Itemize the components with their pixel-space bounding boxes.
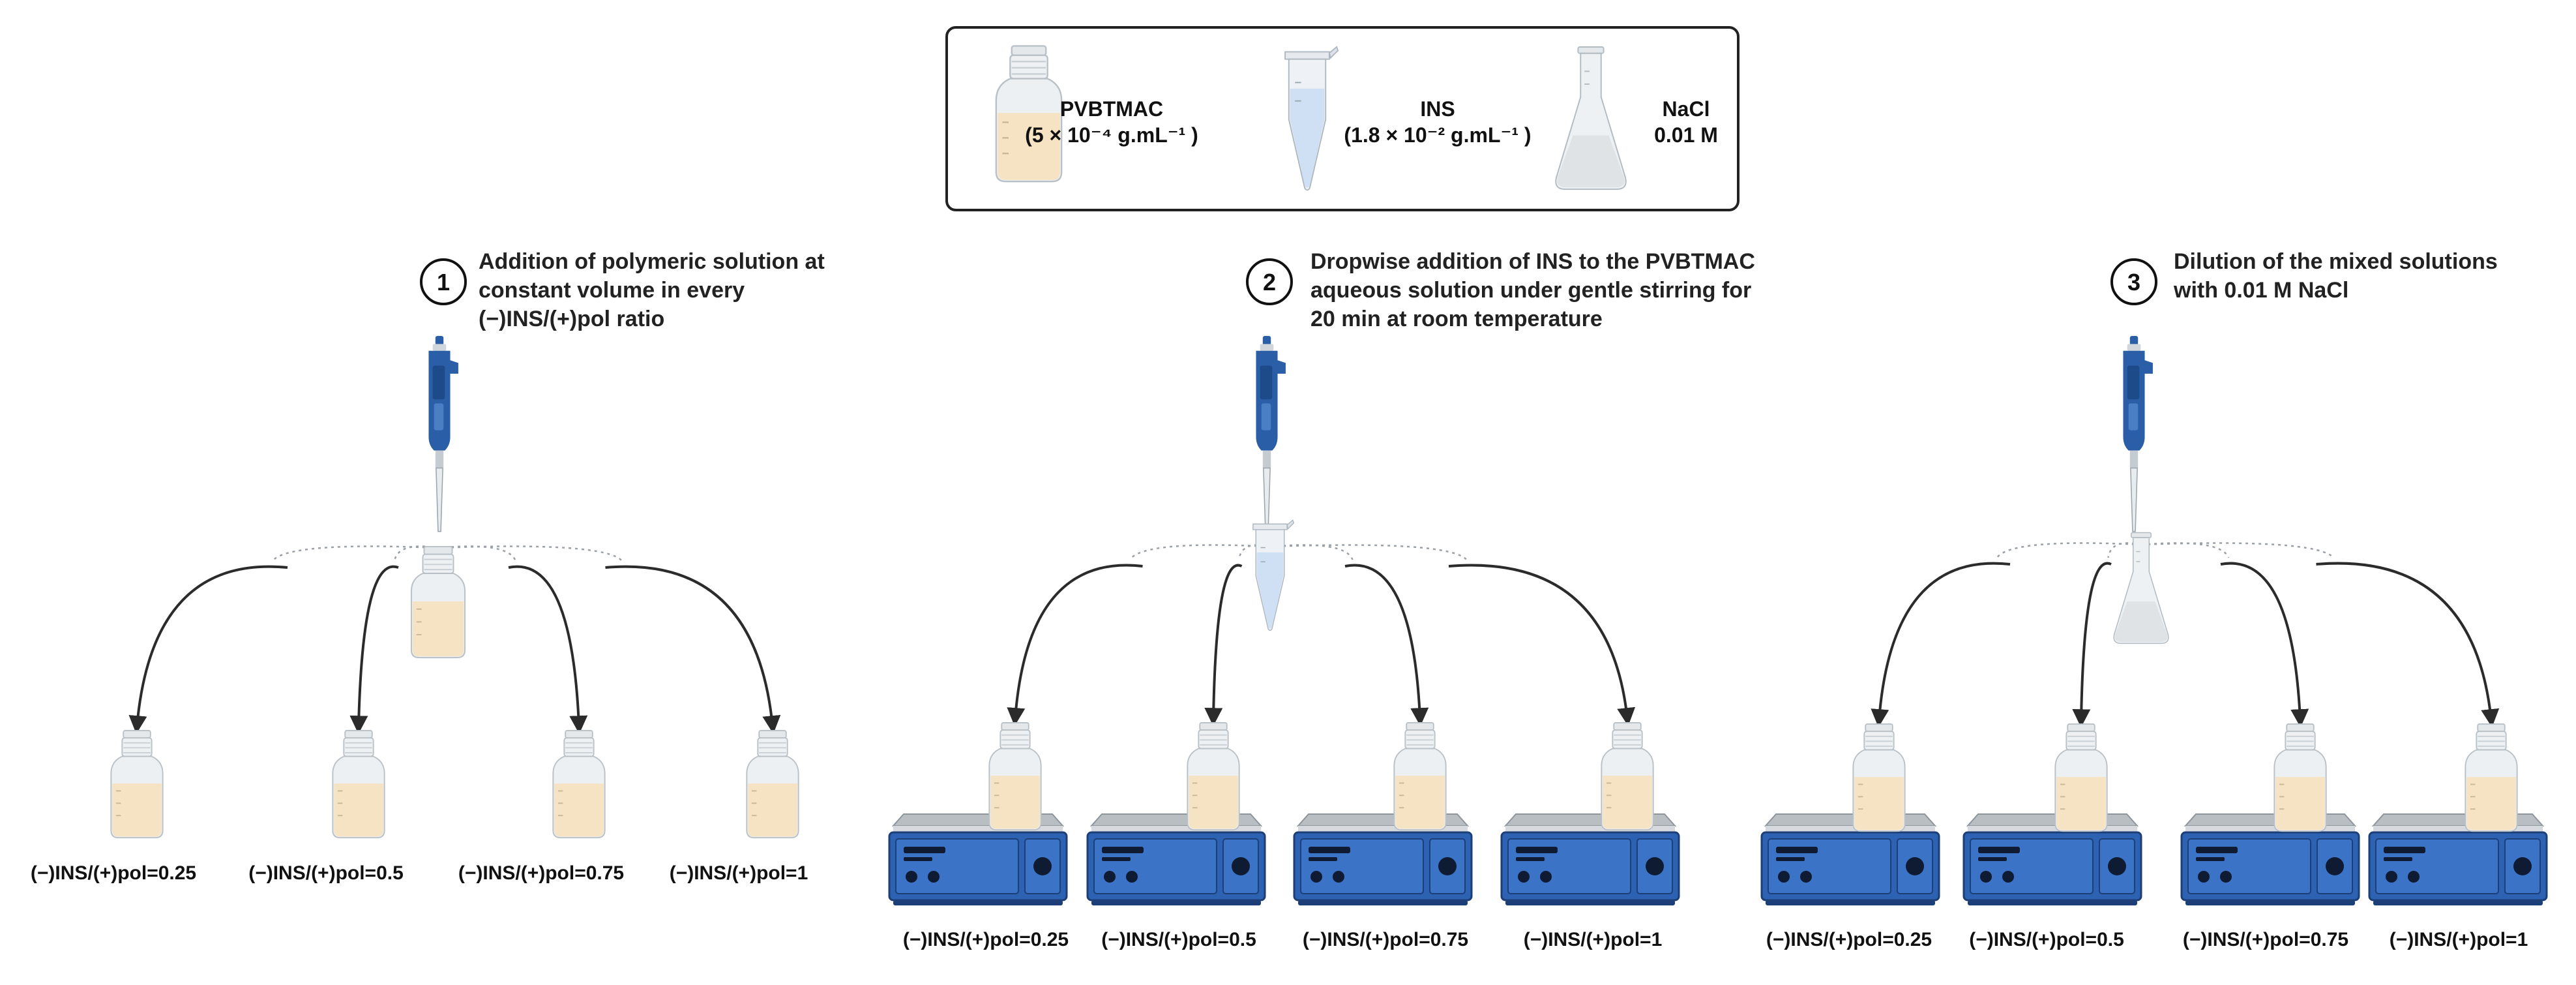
step-description-line: Dilution of the mixed solutions	[2174, 249, 2498, 274]
step-number-circle	[420, 258, 467, 305]
legend-box: PVBTMAC(5 × 10⁻⁴ g.mL⁻¹ ) INS(1.8 × 10⁻² …	[945, 26, 1740, 211]
bottle-icon	[552, 729, 606, 839]
magnetic-stirrer-icon	[1760, 813, 1940, 907]
transfer-arrow	[1871, 562, 2011, 728]
magnetic-stirrer-icon	[2368, 813, 2548, 907]
ratio-label: (−)INS/(+)pol=0.75	[2183, 929, 2348, 950]
ratio-label: (−)INS/(+)pol=0.75	[1303, 929, 1468, 950]
dashed-guide	[437, 545, 623, 562]
step-description-line: with 0.01 M NaCl	[2173, 278, 2348, 303]
step-description-line: Addition of polymeric solution at	[479, 249, 825, 274]
step-description-line: constant volume in every	[479, 278, 745, 303]
bottle-icon	[110, 729, 164, 839]
dashed-guide	[1996, 542, 2142, 558]
transfer-arrow	[1007, 564, 1143, 727]
legend-detail: 0.01 M	[1654, 123, 1718, 147]
transfer-arrow	[508, 565, 588, 735]
ratio-label: (−)INS/(+)pol=0.25	[31, 862, 196, 884]
legend-name: INS	[1420, 97, 1455, 121]
pipette-icon	[428, 335, 459, 532]
step-description-line: (−)INS/(+)pol ratio	[479, 307, 664, 331]
step-number: 1	[437, 269, 450, 296]
bottle-icon	[2054, 723, 2108, 832]
ratio-label: (−)INS/(+)pol=1	[670, 862, 808, 884]
bottle-icon	[746, 729, 799, 839]
tube-icon	[1252, 519, 1295, 631]
dashed-guide	[2140, 542, 2335, 558]
dashed-guide	[1129, 544, 1271, 560]
transfer-arrow	[1204, 564, 1243, 727]
legend-name: PVBTMAC	[1060, 97, 1163, 121]
ratio-label: (−)INS/(+)pol=0.5	[248, 862, 404, 884]
bottle-icon	[2273, 723, 2327, 832]
step-number: 2	[1263, 269, 1276, 296]
bottle-icon	[1601, 721, 1654, 831]
legend-frame	[945, 26, 1740, 211]
legend-name: NaCl	[1663, 97, 1710, 121]
pipette-icon	[1255, 335, 1286, 532]
ratio-label: (−)INS/(+)pol=0.75	[458, 862, 624, 884]
magnetic-stirrer-icon	[2180, 813, 2360, 907]
step-description-line: aqueous solution under gentle stirring f…	[1310, 278, 1751, 303]
step-1: 1 Addition of polymeric solution at consta…	[31, 249, 825, 884]
dashed-guide	[1269, 544, 1468, 560]
step-number-circle	[2110, 258, 2157, 305]
step-3: 3 Dilution of the mixed solutions with 0.0…	[1760, 249, 2548, 950]
ratio-label: (−)INS/(+)pol=0.25	[1766, 929, 1932, 950]
bottle-icon	[332, 729, 385, 839]
step-number-circle	[1246, 258, 1293, 305]
protocol-steps: 1 Addition of polymeric solution at consta…	[31, 249, 2548, 950]
pipette-icon	[2122, 335, 2154, 532]
bottle-icon	[988, 721, 1042, 831]
ratio-label: (−)INS/(+)pol=1	[1524, 929, 1663, 950]
bottle-icon	[410, 545, 466, 659]
step-description-line: Dropwise addition of INS to the PVBTMAC	[1310, 249, 1755, 274]
legend-detail: (5 × 10⁻⁴ g.mL⁻¹ )	[1025, 123, 1198, 147]
bottle-icon	[2465, 723, 2518, 832]
transfer-arrow	[2220, 562, 2309, 728]
transfer-arrow	[2316, 562, 2500, 728]
transfer-arrow	[605, 565, 781, 735]
bottle-icon	[1393, 721, 1447, 831]
ratio-label: (−)INS/(+)pol=1	[2390, 929, 2528, 950]
transfer-arrow	[1344, 564, 1429, 727]
ratio-label: (−)INS/(+)pol=0.25	[903, 929, 1069, 950]
bottle-icon	[1187, 721, 1240, 831]
flask-icon	[2113, 532, 2169, 644]
ratio-label: (−)INS/(+)pol=0.5	[1969, 929, 2124, 950]
dashed-guide	[2140, 542, 2230, 558]
transfer-arrow	[128, 565, 288, 735]
transfer-arrow	[1448, 564, 1636, 727]
bottle-icon	[1852, 723, 1906, 832]
legend-detail: (1.8 × 10⁻² g.mL⁻¹ )	[1344, 123, 1531, 147]
dashed-guide	[271, 545, 439, 562]
step-2: 2 Dropwise addition of INS to the PVBTMAC…	[888, 249, 1755, 950]
step-description-line: 20 min at room temperature	[1310, 307, 1603, 331]
step-number: 3	[2127, 269, 2140, 296]
ratio-label: (−)INS/(+)pol=0.5	[1101, 929, 1256, 950]
transfer-arrow	[349, 565, 399, 735]
magnetic-stirrer-icon	[1962, 813, 2142, 907]
transfer-arrow	[2072, 562, 2112, 728]
